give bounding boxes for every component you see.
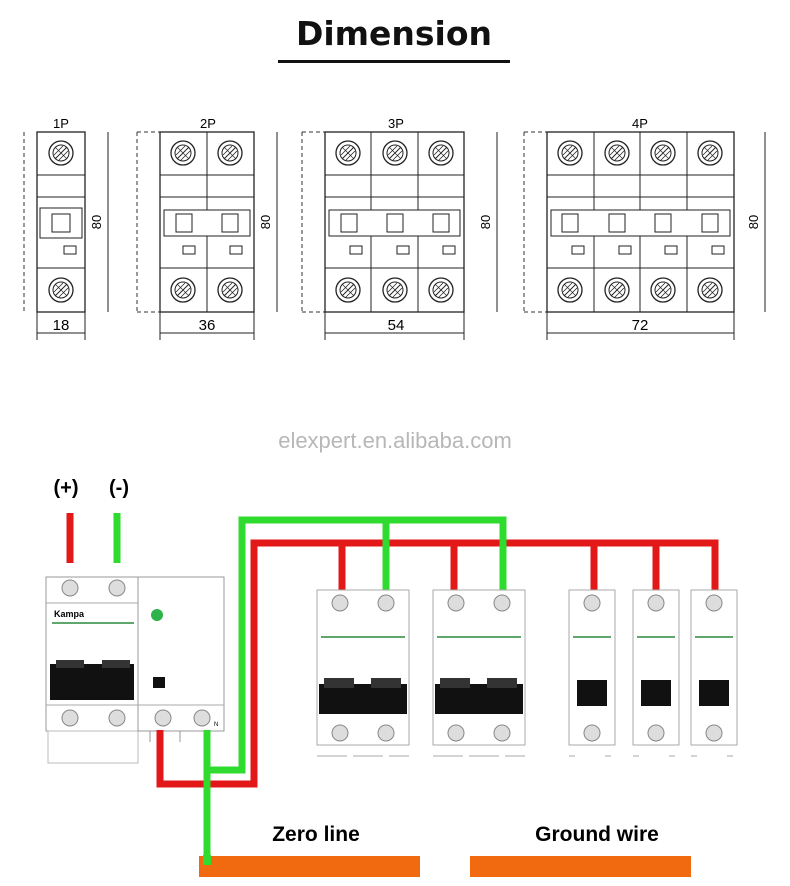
- branch-breaker-2p-b: [432, 589, 526, 757]
- height-label: 80: [258, 215, 273, 229]
- poles-label: 4P: [632, 116, 648, 131]
- title-underline: [278, 60, 510, 63]
- main-rcd-breaker: Kampa N: [45, 576, 225, 764]
- main-toggle: [50, 664, 134, 700]
- breaker-4p-drawing: 4P 80 72: [523, 116, 766, 340]
- width-label: 54: [388, 317, 405, 334]
- poles-label: 1P: [53, 116, 69, 131]
- test-indicator: [151, 609, 163, 621]
- test-button: [153, 677, 165, 688]
- width-label: 18: [53, 317, 70, 334]
- height-label: 80: [478, 215, 493, 229]
- page-title: Dimension: [295, 14, 493, 53]
- ground-wire-busbar: [470, 856, 691, 877]
- branch-breaker-1p-c: [690, 589, 738, 757]
- height-label: 80: [746, 215, 761, 229]
- height-label: 80: [89, 215, 104, 229]
- zero-line-busbar: [199, 856, 420, 877]
- width-label: 72: [632, 317, 649, 334]
- branch-breaker-1p-b: [632, 589, 680, 757]
- branch-breaker-1p-a: [568, 589, 616, 757]
- breaker-1p-drawing: 1P 80 18: [23, 116, 109, 340]
- watermark: elexpert.en.alibaba.com: [278, 428, 512, 453]
- width-label: 36: [199, 317, 216, 334]
- zero-line-label: Zero line: [272, 823, 360, 846]
- breaker-2p-drawing: 2P 80 36: [136, 116, 278, 340]
- ground-wire-label: Ground wire: [535, 823, 659, 846]
- neutral-mark: N: [214, 722, 218, 728]
- minus-label: (-): [109, 477, 129, 499]
- brand-label: Kampa: [54, 609, 85, 619]
- branch-breaker-2p-a: [316, 589, 410, 757]
- wiring-diagram: (+) (-) Kampa N: [45, 477, 738, 877]
- poles-label: 2P: [200, 116, 216, 131]
- poles-label: 3P: [388, 116, 404, 131]
- breaker-3p-drawing: 3P 80 54: [301, 116, 498, 340]
- plus-label: (+): [54, 477, 79, 499]
